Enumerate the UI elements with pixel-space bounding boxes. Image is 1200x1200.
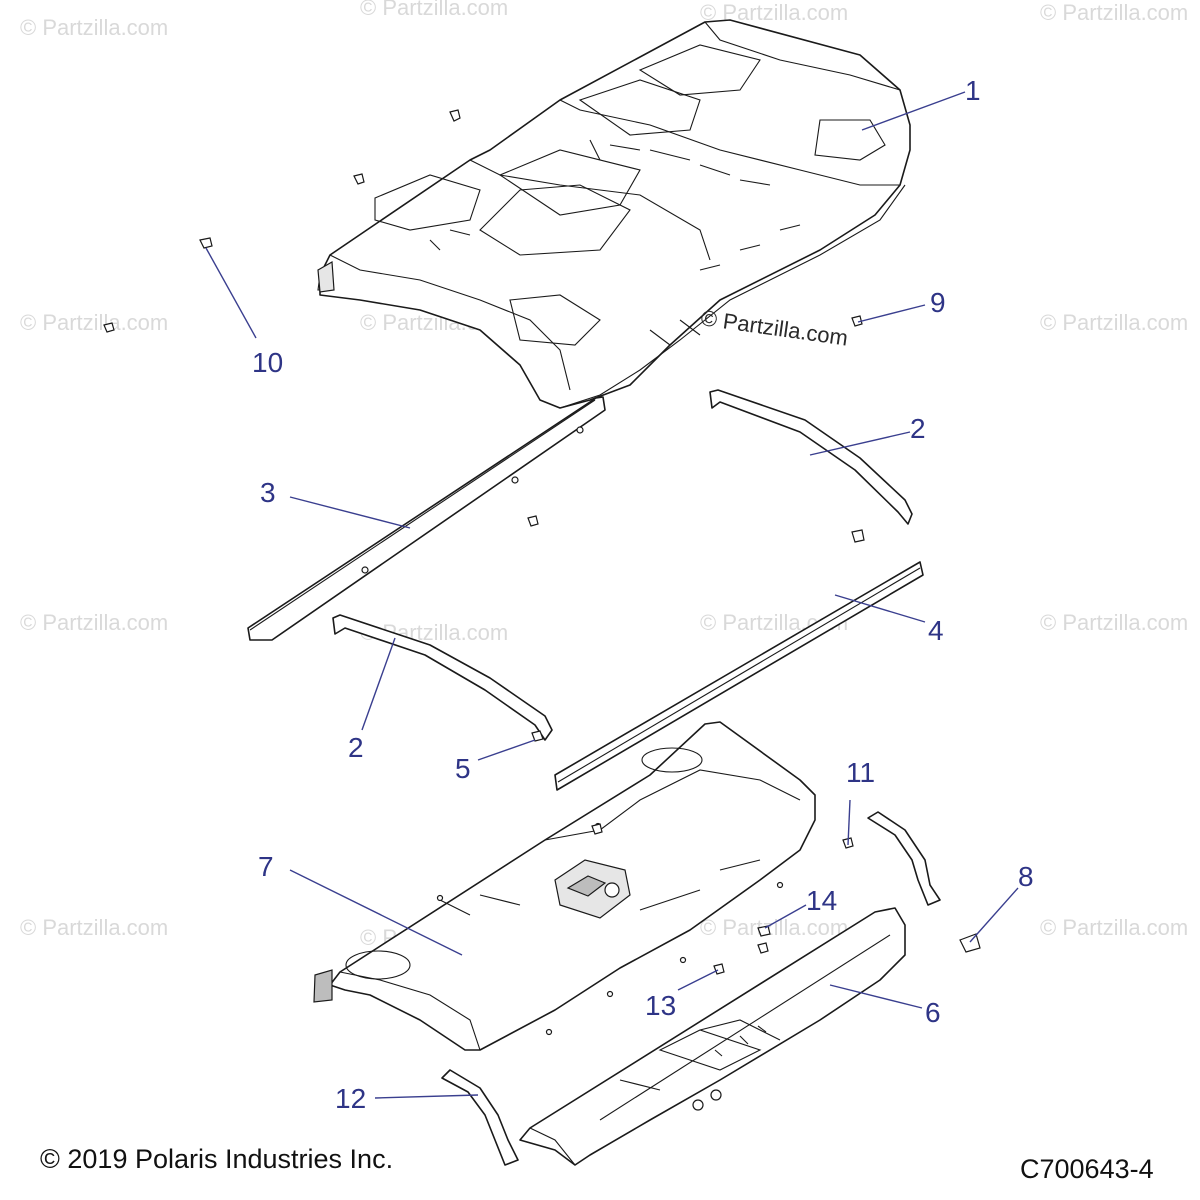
center-watermark: © Partzilla.com xyxy=(699,305,849,350)
fasteners xyxy=(103,109,981,975)
watermark: © Partzilla.com xyxy=(20,915,168,940)
callout-12: 12 xyxy=(335,1083,366,1114)
callout-4: 4 xyxy=(928,615,944,646)
callout-7: 7 xyxy=(258,851,274,882)
rail-part-4 xyxy=(554,561,924,791)
callout-6: 6 xyxy=(925,997,941,1028)
rail-part-3 xyxy=(247,396,606,641)
watermark: © Partzilla.com xyxy=(1040,610,1188,635)
callout-5: 5 xyxy=(455,753,471,784)
watermark: © Partzilla.com xyxy=(20,610,168,635)
callout-10: 10 xyxy=(252,347,283,378)
watermark: © Partzilla.com xyxy=(20,15,168,40)
watermark: © Partzilla.com xyxy=(360,0,508,20)
trim-part-2-lower xyxy=(332,614,553,741)
callout-9: 9 xyxy=(930,287,946,318)
leader-lines xyxy=(205,91,1019,1099)
copyright-text: © 2019 Polaris Industries Inc. xyxy=(40,1144,393,1174)
trim-part-2-upper xyxy=(709,389,913,525)
panel-part-6 xyxy=(519,907,906,1166)
trim-part-12 xyxy=(441,1069,519,1166)
watermark-grid: © Partzilla.com © Partzilla.com © Partzi… xyxy=(20,0,1188,950)
watermark: © Partzilla.com xyxy=(1040,0,1188,25)
callout-2-lower: 2 xyxy=(348,732,364,763)
callout-11: 11 xyxy=(846,757,875,788)
callout-13: 13 xyxy=(645,990,676,1021)
watermark: © Partzilla.com xyxy=(700,915,848,940)
roof-part-1 xyxy=(317,19,911,409)
callout-8: 8 xyxy=(1018,861,1034,892)
diagram-code: C700643-4 xyxy=(1020,1154,1154,1184)
watermark: © Partzilla.com xyxy=(1040,310,1188,335)
callout-3: 3 xyxy=(260,477,276,508)
trim-part-11 xyxy=(867,811,941,906)
callout-1: 1 xyxy=(965,75,981,106)
callout-14: 14 xyxy=(806,885,837,916)
watermark: © Partzilla.com xyxy=(20,310,168,335)
callout-2-upper: 2 xyxy=(910,413,926,444)
headliner-part-7 xyxy=(313,721,816,1051)
watermark: © Partzilla.com xyxy=(1040,915,1188,940)
callout-labels: 1 2 2 3 4 5 6 7 8 9 10 11 12 13 14 xyxy=(252,75,1034,1114)
